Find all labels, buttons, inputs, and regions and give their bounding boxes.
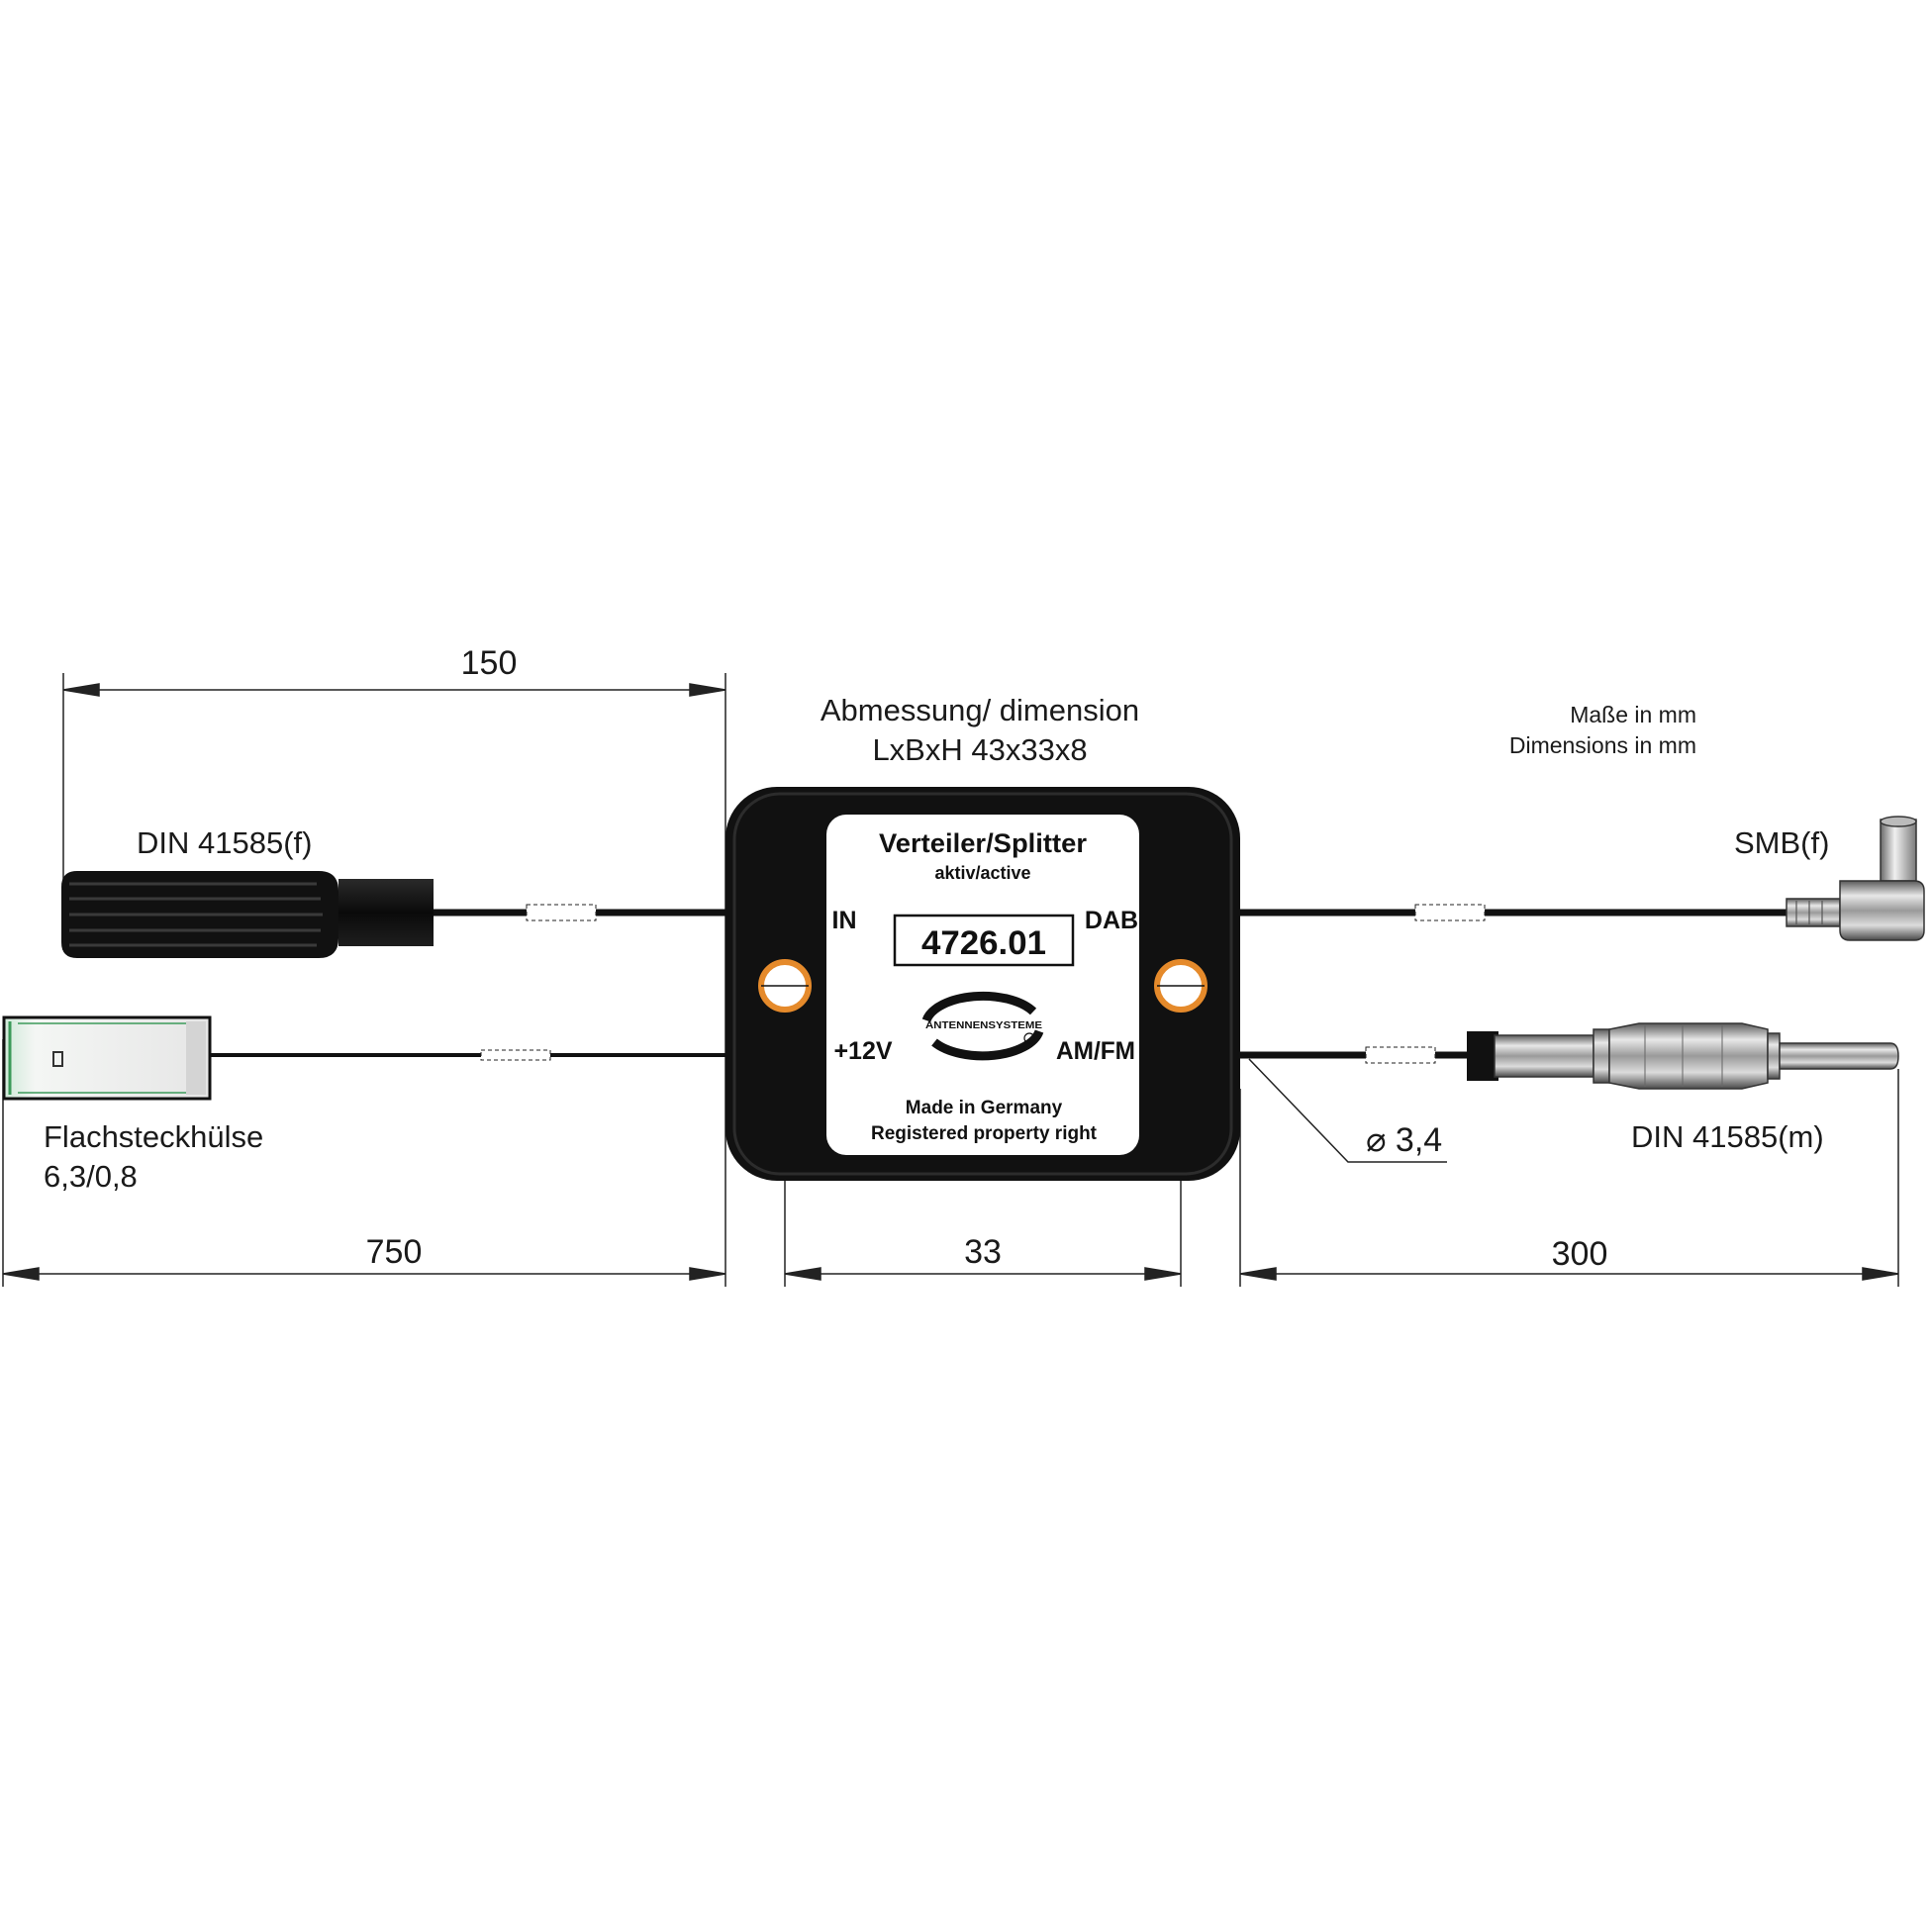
diameter-leader: [1248, 1058, 1447, 1163]
arrowhead: [689, 683, 726, 697]
abmessung-size: LxBxH 43x33x8: [872, 732, 1087, 767]
din-male-connector: [1467, 1022, 1899, 1090]
brand-name: ANTENNENSYSTEME: [925, 1020, 1042, 1031]
port-label-amfm: AM/FM: [1056, 1037, 1135, 1065]
arrowhead: [2, 1267, 40, 1281]
made-in-label: Made in Germany: [906, 1098, 1063, 1118]
din-male-label: DIN 41585(m): [1631, 1119, 1824, 1154]
dimension-150-label: 150: [461, 644, 518, 682]
arrowhead: [689, 1267, 726, 1281]
arrowhead: [1239, 1267, 1277, 1281]
connector-collar: [338, 879, 434, 946]
arrowhead: [62, 683, 100, 697]
registered-label: Registered property right: [871, 1123, 1098, 1144]
device-title: Verteiler/Splitter: [879, 828, 1087, 858]
splitter-device: [725, 787, 1240, 1181]
cable-break: [526, 904, 597, 921]
flat-connector-slot: [52, 1051, 63, 1067]
smb-female-connector: [1786, 816, 1925, 941]
arrowhead: [784, 1267, 821, 1281]
model-number-box: [893, 914, 1075, 967]
male-sleeve: [1494, 1034, 1594, 1078]
dimension-300-label: 300: [1552, 1235, 1608, 1273]
cable-break: [1365, 1046, 1436, 1064]
mount-hole-right: [1154, 959, 1208, 1013]
port-label-12v: +12V: [833, 1037, 892, 1065]
din-female-label: DIN 41585(f): [137, 825, 312, 860]
flat-connector-body: [2, 1015, 212, 1101]
din-female-connector: [61, 871, 434, 958]
port-label-in: IN: [832, 907, 857, 934]
dimension-750-label: 750: [366, 1233, 423, 1271]
port-label-dab: DAB: [1085, 907, 1138, 934]
arrowhead: [1144, 1267, 1182, 1281]
arrowhead: [1862, 1267, 1899, 1281]
abmessung-title: Abmessung/ dimension: [821, 693, 1139, 727]
units-label-de: Maße in mm: [1570, 702, 1696, 727]
model-number: 4726.01: [921, 924, 1046, 962]
mount-hole-left: [758, 959, 812, 1013]
cable-diameter-label: ⌀ 3,4: [1366, 1121, 1442, 1159]
connector-ribs: [69, 882, 323, 947]
flat-connector: [2, 1015, 212, 1101]
cable-break: [1414, 904, 1486, 921]
flat-connector-label: Flachsteckhülse: [44, 1119, 263, 1154]
smb-ferrule: [1786, 898, 1841, 927]
cables: [210, 904, 1787, 1064]
antennensysteme-logo: [921, 991, 1044, 1061]
units-label-en: Dimensions in mm: [1509, 732, 1696, 758]
flat-connector-size: 6,3/0,8: [44, 1159, 138, 1194]
male-pin: [1779, 1042, 1899, 1070]
smb-angle-housing: [1839, 880, 1925, 941]
cable-break: [480, 1049, 551, 1061]
male-body: [1608, 1022, 1769, 1090]
smb-female-label: SMB(f): [1734, 825, 1829, 860]
male-strain-relief: [1467, 1031, 1498, 1081]
device-subtitle: aktiv/active: [934, 863, 1030, 883]
smb-socket: [1880, 819, 1917, 882]
device-label-plate: [826, 815, 1139, 1155]
dimension-33-label: 33: [964, 1233, 1002, 1271]
